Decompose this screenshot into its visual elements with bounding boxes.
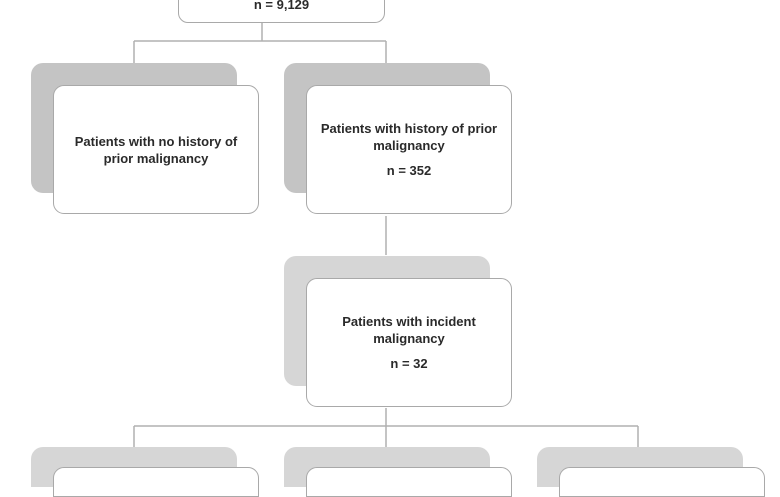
node-count: n = 352 xyxy=(386,163,432,178)
node-card: Patients with no history of prior malign… xyxy=(53,85,259,214)
node-no-prior-malignancy: Patients with no history of prior malign… xyxy=(31,63,259,214)
node-prior-malignancy: Patients with history of prior malignanc… xyxy=(284,63,512,214)
top-node-count: n = 9,129 xyxy=(253,0,310,12)
node-level3-middle xyxy=(284,447,512,497)
top-node: n = 9,129 xyxy=(178,0,385,23)
node-level3-left xyxy=(31,447,259,497)
node-card xyxy=(306,467,512,497)
node-label: Patients with no history of prior malign… xyxy=(74,133,238,166)
node-card xyxy=(53,467,259,497)
flow-diagram: n = 9,129 Patients with no history of pr… xyxy=(31,0,765,497)
node-level3-right xyxy=(537,447,765,497)
node-label: Patients with history of prior malignanc… xyxy=(320,121,498,153)
connector-lines xyxy=(133,23,639,447)
node-card: Patients with history of prior malignanc… xyxy=(306,85,512,214)
node-incident-malignancy: Patients with incident malignancy n = 32 xyxy=(284,256,512,407)
node-count: n = 32 xyxy=(390,356,428,371)
node-label: Patients with incident malignancy xyxy=(342,314,476,346)
node-card: Patients with incident malignancy n = 32 xyxy=(306,278,512,407)
node-card xyxy=(559,467,765,497)
